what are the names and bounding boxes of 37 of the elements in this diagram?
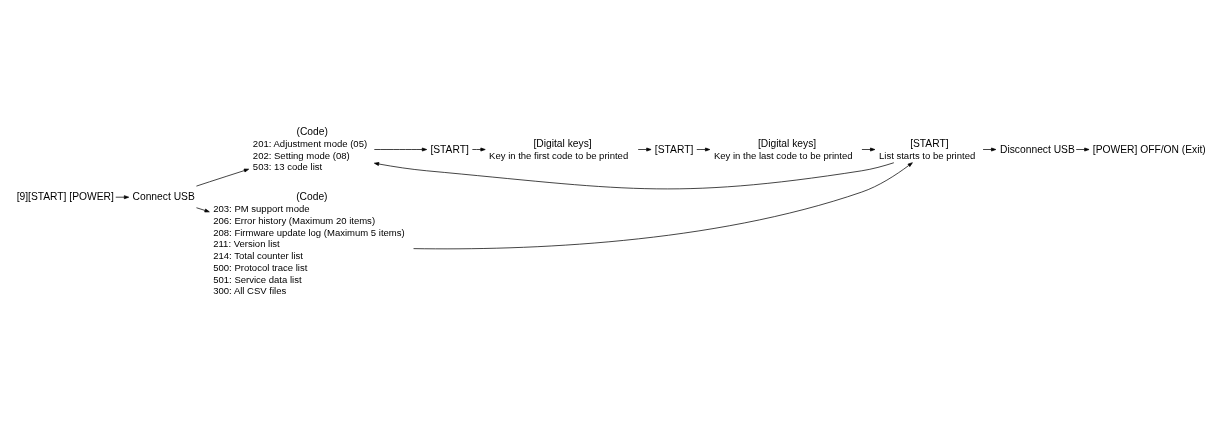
node-label: 206: Error history (Maximum 20 items) bbox=[213, 214, 376, 226]
arrow bbox=[637, 147, 652, 151]
node-label: 214: Total counter list bbox=[213, 249, 303, 261]
node-text: [START] bbox=[430, 143, 469, 155]
node-label: 501: Service data list bbox=[213, 273, 302, 285]
arrow bbox=[982, 147, 997, 151]
node-label: 203: PM support mode bbox=[213, 202, 310, 214]
arrow bbox=[374, 161, 895, 189]
node-label: Key in the first code to be printed bbox=[489, 149, 629, 161]
node-text: Disconnect USB bbox=[1000, 143, 1075, 155]
node-label: List starts to be printed bbox=[879, 149, 976, 161]
node-label: 208: Firmware update log (Maximum 5 items) bbox=[213, 226, 405, 238]
arrow bbox=[115, 194, 130, 199]
node-text: [START] bbox=[654, 143, 694, 155]
node-text: (Code) bbox=[296, 190, 328, 202]
node-label: 300: All CSV files bbox=[213, 284, 287, 296]
node-label: 503: 13 code list bbox=[252, 160, 323, 172]
arrow bbox=[1075, 147, 1090, 151]
arrow bbox=[196, 206, 210, 212]
arrow bbox=[861, 147, 876, 151]
node-text: Connect USB bbox=[132, 190, 195, 202]
node-label: Key in the last code to be printed bbox=[713, 149, 853, 161]
node-text: [POWER] OFF/ON (Exit) bbox=[1092, 143, 1206, 155]
node-text: [Digital keys] bbox=[533, 137, 592, 149]
node-label: 211: Version list bbox=[213, 237, 280, 249]
node-label: 202: Setting mode (08) bbox=[252, 149, 350, 161]
node-label: 201: Adjustment mode (05) bbox=[252, 137, 368, 149]
arrow bbox=[472, 147, 486, 151]
node-label: 500: Protocol trace list bbox=[213, 261, 308, 273]
arrow bbox=[373, 147, 428, 151]
node-text: [Digital keys] bbox=[757, 137, 817, 149]
arrow bbox=[413, 161, 913, 249]
node-text: [9][START] [POWER] bbox=[16, 190, 114, 202]
arrow bbox=[196, 168, 250, 186]
arrow bbox=[696, 147, 711, 151]
node-text: [START] bbox=[910, 137, 949, 149]
node-text: (Code) bbox=[296, 125, 328, 137]
